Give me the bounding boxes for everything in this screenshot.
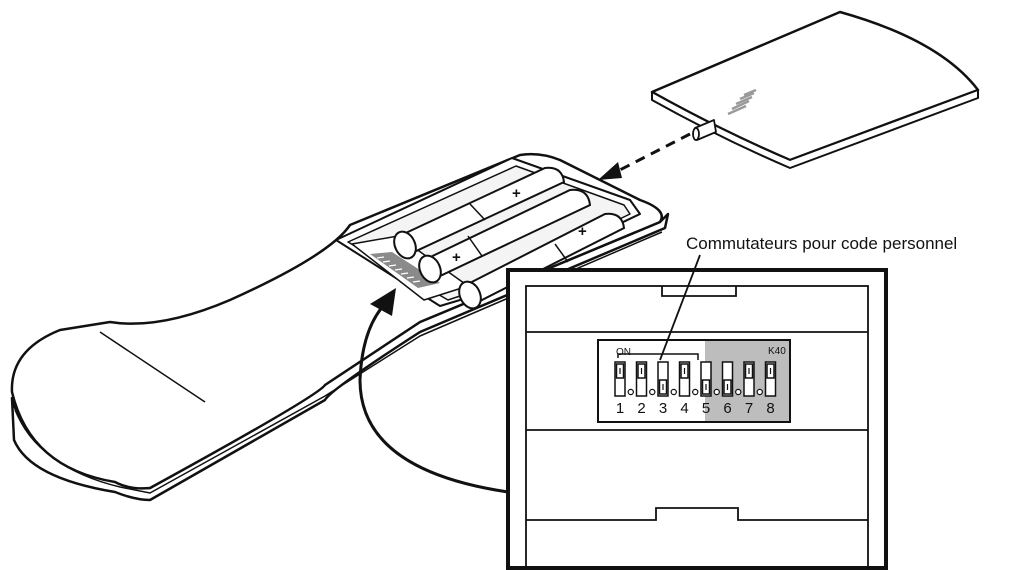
dip-switch-number: 3 <box>659 400 667 417</box>
dip-switch-number: 4 <box>680 400 688 417</box>
battery-cover-edge <box>651 89 979 169</box>
dip-switch-separator-dot <box>692 388 699 396</box>
dip-switch-separator-dot <box>670 388 677 396</box>
battery-1-plus: + <box>512 185 521 202</box>
dip-switch-8: 8 <box>764 361 777 417</box>
dip-switch-slot <box>700 361 712 397</box>
dip-on-bracket <box>617 353 699 360</box>
battery-1: + <box>393 166 566 260</box>
dip-switch-slot <box>721 361 734 397</box>
remote-end-cap-line <box>99 331 206 403</box>
dip-on-label: ON <box>616 347 631 358</box>
remote-switch-strip-ticks <box>376 256 421 283</box>
dip-switch-7: 7 <box>743 361 763 417</box>
dip-switch-slot <box>743 361 755 397</box>
callout-label: Commutateurs pour code personnel <box>686 234 957 253</box>
dip-switch-number: 2 <box>637 400 645 417</box>
dip-switch-5: 5 <box>700 361 720 417</box>
dip-switch-number: 6 <box>723 400 731 417</box>
dip-switch-slot <box>764 361 777 397</box>
callout-leader <box>659 254 701 361</box>
battery-3: + <box>458 212 626 310</box>
cover-latch-tab <box>692 119 717 141</box>
dip-switch-4: 4 <box>678 361 699 417</box>
dip-switch-slot <box>678 361 691 397</box>
dip-switch-number: 8 <box>766 400 774 417</box>
dip-switch-separator-dot <box>756 388 763 396</box>
battery-3-plus: + <box>578 223 587 240</box>
cover-arrow-marks <box>727 88 757 116</box>
dip-switch-number: 5 <box>702 400 710 417</box>
zoom-curved-arrow <box>358 288 509 494</box>
dip-switch-separator-dot <box>713 388 720 396</box>
dip-switch-number: 7 <box>745 400 753 417</box>
dip-switch-slot <box>657 361 669 397</box>
dip-switch-separator-dot <box>735 388 742 396</box>
zoom-inner-structure <box>525 285 869 570</box>
dip-switch-1: 1 <box>614 361 634 417</box>
dip-switch-slot <box>635 361 648 397</box>
battery-cover <box>650 10 980 169</box>
cover-insertion-arrow <box>598 132 691 180</box>
batteries: + + + <box>393 166 626 310</box>
dip-switch-3: 3 <box>657 361 677 417</box>
dip-switch-number: 1 <box>616 400 624 417</box>
dip-switch-6: 6 <box>721 361 742 417</box>
dip-switch-separator-dot <box>627 388 634 396</box>
dip-switch-2: 2 <box>635 361 656 417</box>
dip-model-label: K40 <box>768 346 786 357</box>
dip-switch-slot <box>614 361 626 397</box>
battery-2: + <box>418 188 592 284</box>
dip-switch-separator-dot <box>649 388 656 396</box>
battery-2-plus: + <box>452 249 461 266</box>
remote-seam <box>14 231 663 494</box>
